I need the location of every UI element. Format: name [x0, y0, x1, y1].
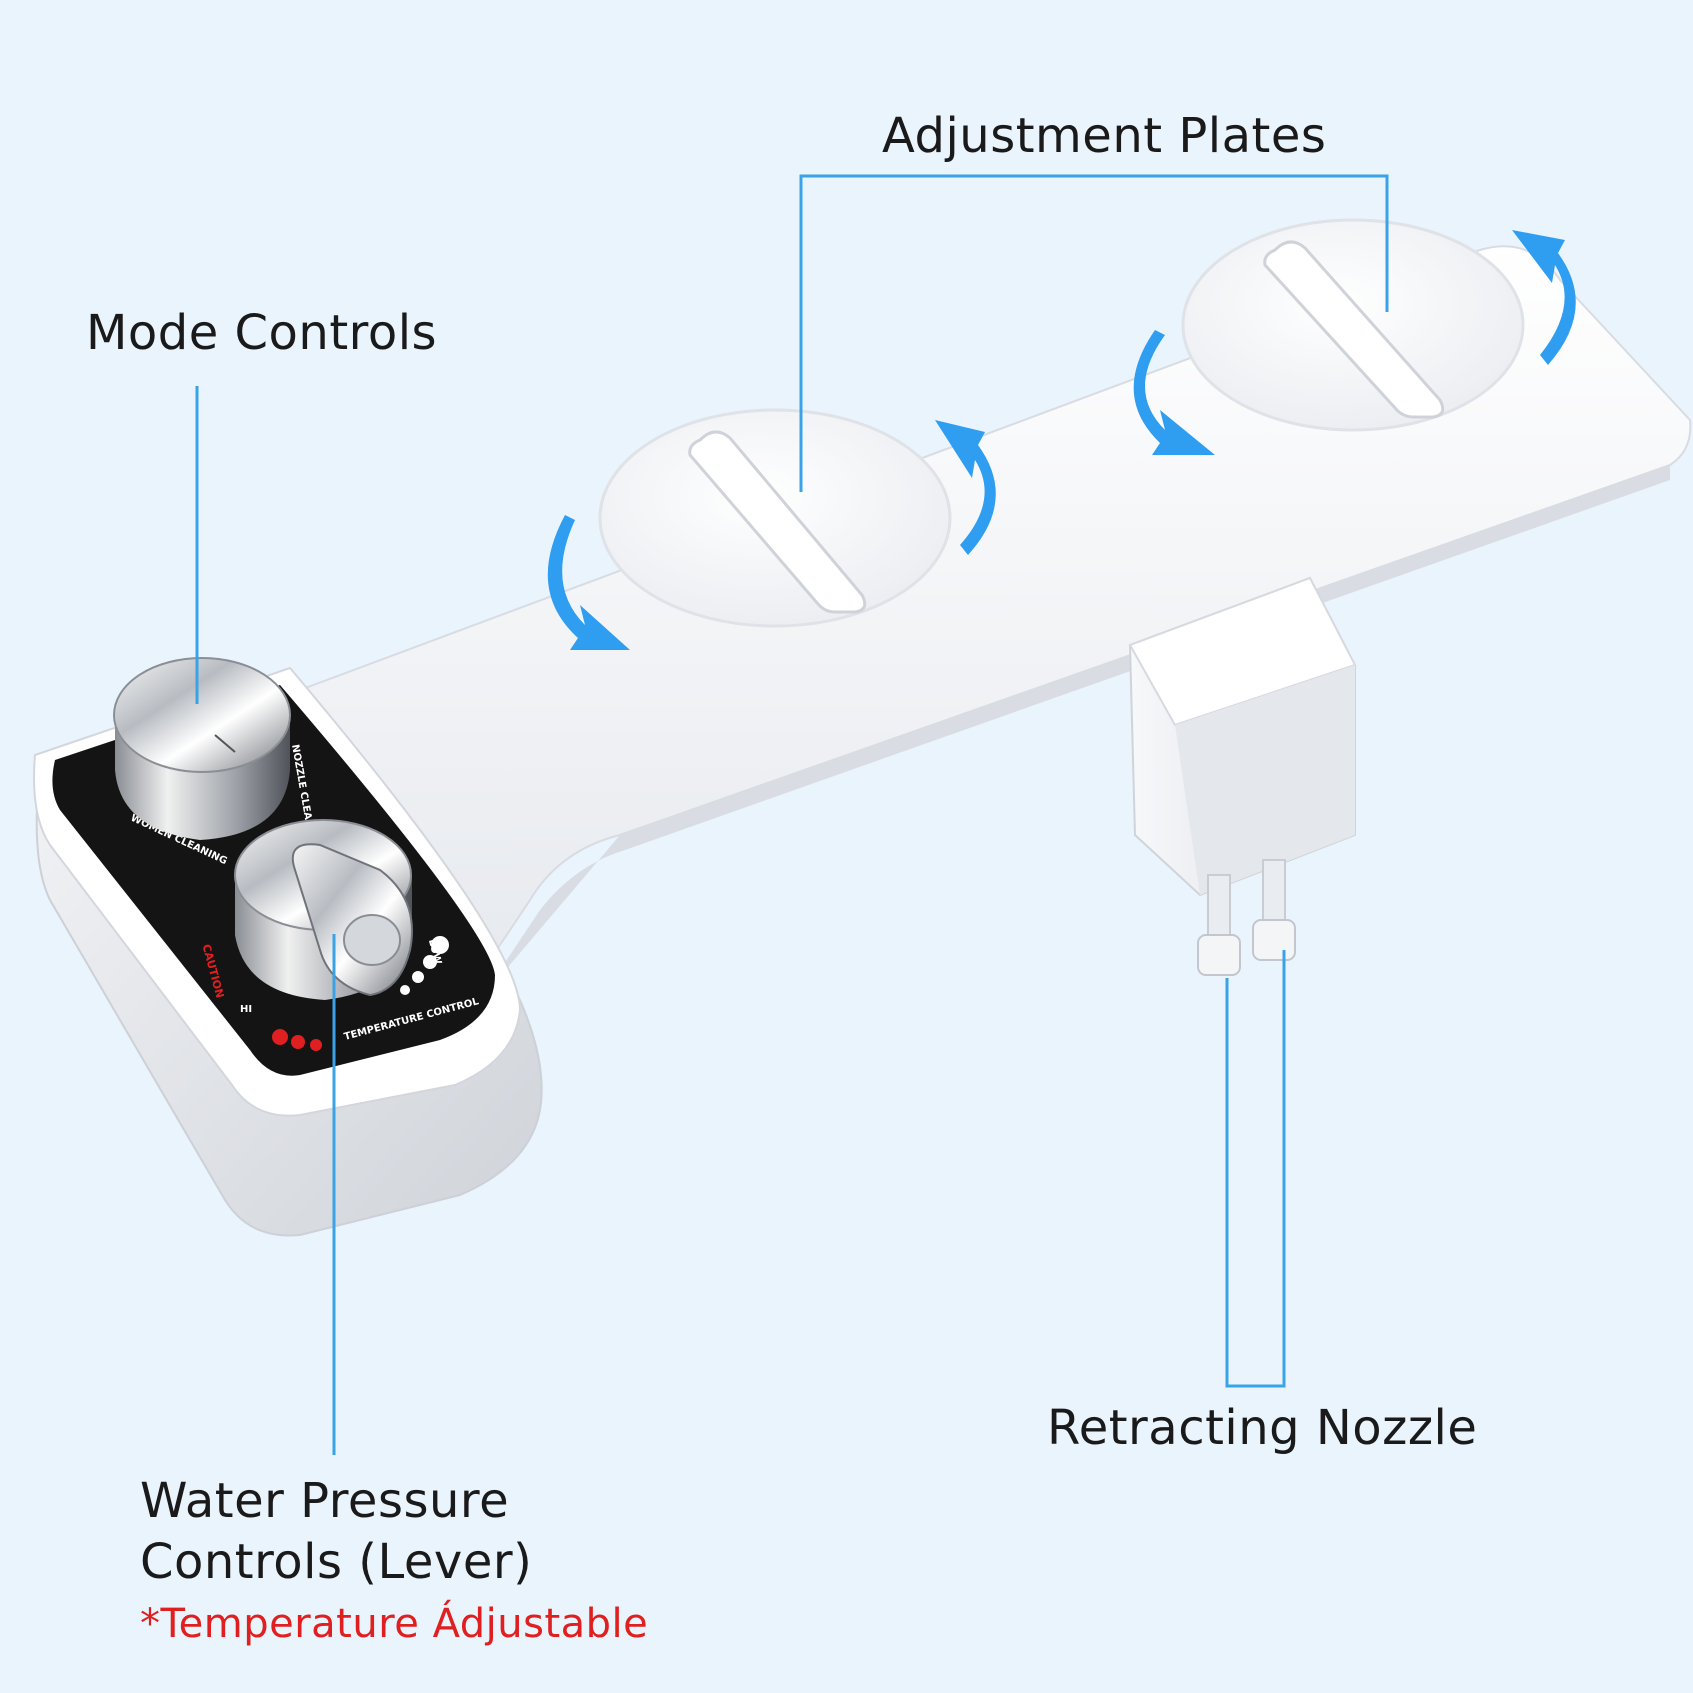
mode-control-knob[interactable]	[113, 657, 291, 840]
water-pressure-label-line2: Controls (Lever)	[140, 1534, 533, 1590]
retracting-nozzle	[1197, 859, 1296, 976]
mode-controls-label: Mode Controls	[86, 305, 438, 361]
adjustment-plates-leader	[799, 174, 1389, 492]
nozzle-housing	[1128, 576, 1357, 897]
retracting-nozzle-label: Retracting Nozzle	[1047, 1400, 1478, 1456]
temperature-note: *Temperature Ádjustable	[140, 1601, 649, 1647]
rotate-arrow-icon	[1512, 230, 1576, 365]
retracting-nozzle-leader	[1225, 950, 1286, 1388]
water-pressure-lever[interactable]	[291, 843, 413, 997]
rotate-arrow-icon	[547, 515, 630, 650]
rotate-arrow-icon	[1133, 330, 1215, 455]
panel-hi-label: HI	[240, 1004, 252, 1015]
water-pressure-label-line1: Water Pressure	[140, 1473, 510, 1529]
adjustment-plates-label: Adjustment Plates	[882, 108, 1327, 164]
adjustment-plate-right[interactable]	[1181, 218, 1525, 432]
adjustment-plate-left[interactable]	[598, 408, 952, 628]
rotate-arrow-icon	[935, 420, 996, 555]
mounting-bar	[299, 245, 1692, 1000]
